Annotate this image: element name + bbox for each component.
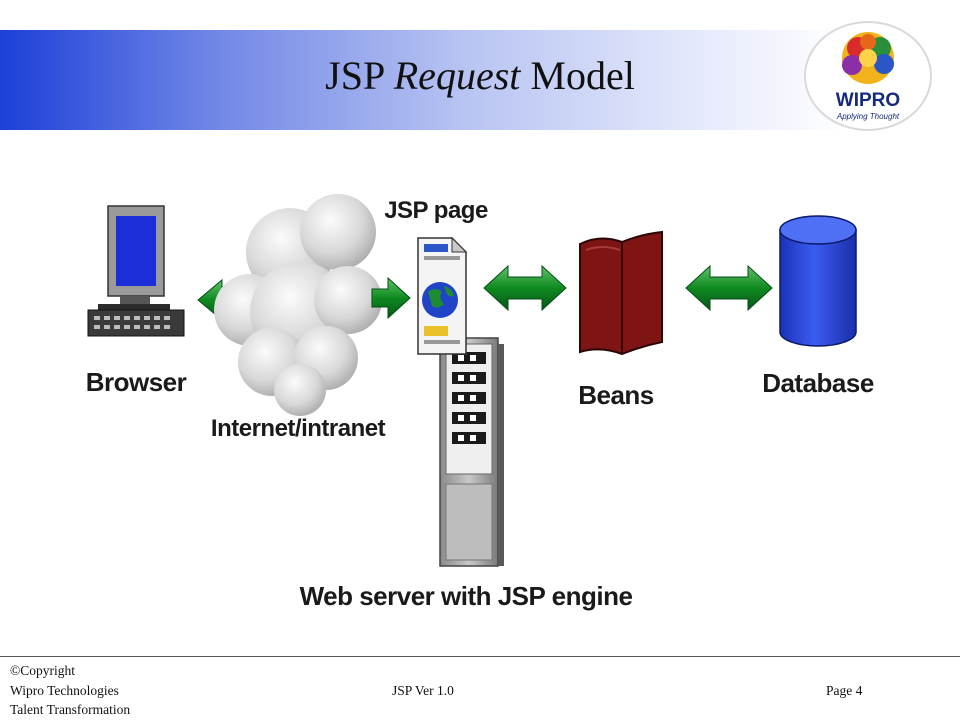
sunflower-icon xyxy=(842,32,894,84)
title-band xyxy=(0,30,960,130)
slide-title: JSP Request Model xyxy=(0,52,960,99)
database-label: Database xyxy=(762,368,874,398)
footer-page-number: Page 4 xyxy=(826,683,863,698)
beans-book-icon xyxy=(579,230,663,356)
title-part-2: Request xyxy=(393,53,521,98)
arrow-jsp-beans xyxy=(483,264,567,312)
request-model-diagram: Browser Internet/intranet JSP page xyxy=(86,194,874,611)
server-label: Web server with JSP engine xyxy=(300,581,633,611)
database-cylinder-icon xyxy=(779,215,857,347)
wipro-logo: WIPRO Applying Thought xyxy=(804,21,932,131)
beans-label: Beans xyxy=(578,380,654,410)
browser-computer-icon xyxy=(87,205,185,337)
footer-copyright: ©Copyright xyxy=(10,663,76,678)
arrow-network-to-jsp xyxy=(371,276,411,320)
footer-department: Talent Transformation xyxy=(10,702,131,717)
title-part-3: Model xyxy=(530,53,635,98)
network-label: Internet/intranet xyxy=(211,415,386,442)
footer-company: Wipro Technologies xyxy=(10,683,119,698)
cloud-icon xyxy=(214,194,382,416)
logo-tagline: Applying Thought xyxy=(836,112,900,121)
arrow-beans-database xyxy=(685,264,773,312)
web-server-icon xyxy=(439,337,504,567)
jsp-page-document-icon xyxy=(417,236,468,355)
footer-rule xyxy=(0,656,960,657)
browser-label: Browser xyxy=(86,367,187,397)
jsp-page-label: JSP page xyxy=(384,197,488,224)
footer-version: JSP Ver 1.0 xyxy=(392,683,454,698)
title-part-1: JSP xyxy=(325,53,384,98)
logo-brand: WIPRO xyxy=(836,90,900,111)
